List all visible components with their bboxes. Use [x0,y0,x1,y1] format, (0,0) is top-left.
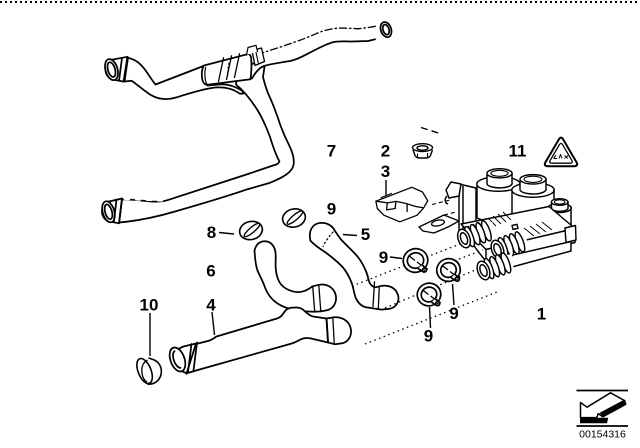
svg-text:9: 9 [327,200,336,219]
svg-text:2: 2 [381,142,390,161]
svg-text:9: 9 [379,248,388,267]
svg-text:9: 9 [424,327,433,346]
svg-text:3: 3 [381,162,390,181]
svg-text:8: 8 [207,223,216,242]
svg-text:7: 7 [327,142,336,161]
svg-text:4: 4 [206,296,216,315]
svg-text:11: 11 [509,142,527,161]
svg-text:5: 5 [361,225,370,244]
svg-text:1: 1 [537,305,546,324]
svg-text:10: 10 [140,296,159,315]
svg-text:9: 9 [449,304,458,323]
svg-text:00154316: 00154316 [579,429,626,441]
svg-text:6: 6 [206,262,215,281]
